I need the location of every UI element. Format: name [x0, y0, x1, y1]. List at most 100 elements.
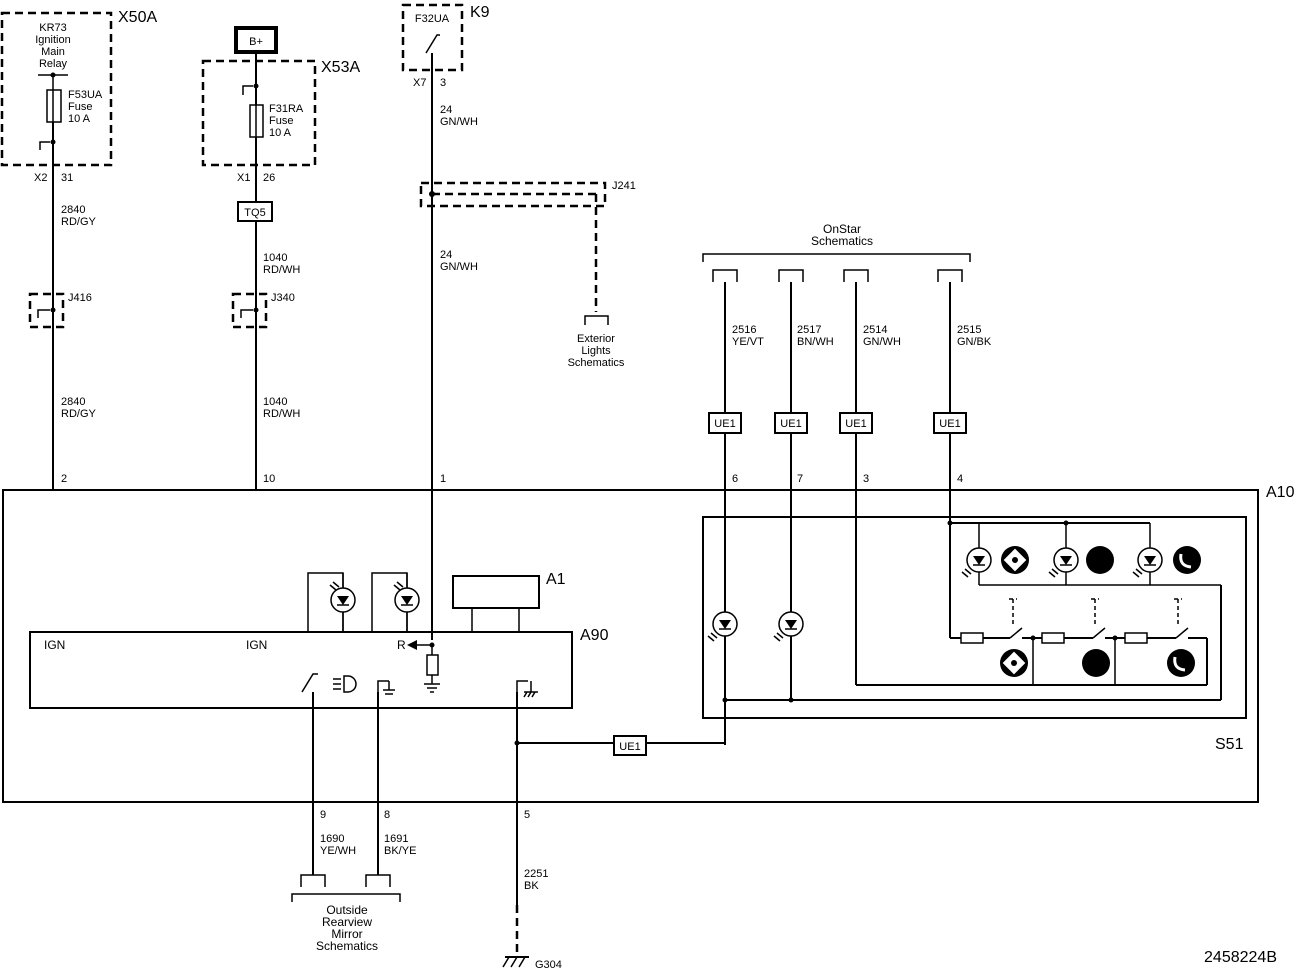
- onstar-connector-1: [712, 269, 738, 282]
- ue1-box-4: [933, 412, 967, 434]
- pin-5: 5: [524, 809, 530, 821]
- w1040a-color: RD/WH: [263, 264, 300, 276]
- pin-1: 1: [440, 473, 446, 485]
- w2251-color: BK: [524, 880, 539, 892]
- diagram-id: 2458224B: [1204, 949, 1277, 966]
- j416-splice-box: [28, 292, 65, 329]
- mirror-connector-1: [300, 874, 326, 887]
- pin-2: 2: [61, 473, 67, 485]
- k9-module-box: [401, 3, 464, 72]
- k9-switch-symbol: [425, 34, 440, 54]
- w2514-num: 2514: [863, 324, 887, 336]
- fuse1-label-2: Fuse: [68, 101, 92, 113]
- mirror-switch-icon: [301, 673, 318, 693]
- onstar-label-1: OnStar: [823, 222, 861, 236]
- led-icon-5: [961, 547, 992, 578]
- ue1-box-3: [839, 412, 873, 434]
- w24b-num: 24: [440, 249, 452, 261]
- onstar-label-2: Schematics: [811, 234, 873, 248]
- resistor-3: [1124, 632, 1148, 644]
- j340-splice-box: [231, 292, 268, 329]
- x53a-label: X53A: [321, 59, 360, 76]
- a90-module-box: [29, 631, 573, 709]
- w24b-color: GN/WH: [440, 261, 478, 273]
- w24a-num: 24: [440, 104, 452, 116]
- svg-text:O: O: [1091, 656, 1101, 671]
- led-icon-6: [1048, 547, 1079, 578]
- relay-label-3: Main: [41, 46, 65, 58]
- w2516-num: 2516: [732, 324, 756, 336]
- onstar-connector-4: [937, 269, 963, 282]
- ue1-label-1: UE1: [714, 418, 735, 430]
- resistor-1: [960, 632, 984, 644]
- tq5-box: [237, 201, 273, 222]
- w2251-num: 2251: [524, 868, 548, 880]
- led-icon-7: [1132, 547, 1163, 578]
- a90-label: A90: [580, 627, 609, 644]
- exterior-label-2: Lights: [581, 345, 611, 357]
- g304-label: G304: [535, 959, 562, 971]
- w1040b-num: 1040: [263, 396, 287, 408]
- w2840a-num: 2840: [61, 204, 85, 216]
- onstar-bracket: [702, 253, 971, 262]
- x53a-module-box: [201, 59, 317, 167]
- mirror-bracket: [291, 893, 401, 902]
- button-switch-1: [1009, 627, 1023, 639]
- mirror-label-2: Rearview: [322, 915, 372, 929]
- resistor-2: [1041, 632, 1065, 644]
- connector-x53-symbol: [242, 85, 253, 95]
- button-switch-3: [1175, 627, 1189, 639]
- onstar-icon-bottom: O: [1082, 649, 1110, 677]
- phone-icon-top: [1173, 546, 1201, 574]
- svg-text:O: O: [1095, 553, 1105, 568]
- w2515-color: GN/BK: [957, 336, 992, 348]
- x2-label: X2: [34, 172, 47, 184]
- j241-label: J241: [612, 180, 636, 192]
- ue1-label-3: UE1: [845, 418, 866, 430]
- x1-pin: 26: [263, 172, 275, 184]
- x50a-label: X50A: [118, 9, 157, 26]
- onstar-connector-2: [778, 269, 804, 282]
- w1691-color: BK/YE: [384, 845, 416, 857]
- r-label: R: [397, 638, 406, 652]
- fuse-f53ua: [46, 89, 62, 123]
- exterior-label-1: Exterior: [577, 333, 615, 345]
- j241-splice-box: [419, 181, 607, 208]
- a10-module-box: [2, 489, 1259, 803]
- pin-8: 8: [384, 809, 390, 821]
- w2514-color: GN/WH: [863, 336, 901, 348]
- w2515-num: 2515: [957, 324, 981, 336]
- ign-label-2: IGN: [246, 638, 267, 652]
- x7-pin: 3: [440, 77, 446, 89]
- fuse3-label: F32UA: [415, 13, 450, 25]
- mirror-connector-2: [365, 874, 391, 887]
- fuse2-label-3: 10 A: [269, 127, 292, 139]
- mirror-label-3: Mirror: [331, 927, 362, 941]
- w1690-num: 1690: [320, 833, 344, 845]
- pin-9: 9: [320, 809, 326, 821]
- w2840a-color: RD/GY: [61, 216, 97, 228]
- fuse1-label-1: F53UA: [68, 89, 103, 101]
- w24a-color: GN/WH: [440, 116, 478, 128]
- pin-7: 7: [797, 473, 803, 485]
- x1-label: X1: [237, 172, 250, 184]
- chassis-ground-icon: [516, 680, 528, 692]
- k9-label: K9: [470, 4, 490, 21]
- s51-module-box: [702, 516, 1247, 719]
- s51-label: S51: [1215, 736, 1244, 753]
- resistor-r: [426, 654, 439, 676]
- pin-10: 10: [263, 473, 275, 485]
- bplus-label: B+: [249, 36, 263, 48]
- fan-icon-top: [1001, 546, 1029, 574]
- mirror-label-4: Schematics: [316, 939, 378, 953]
- onstar-icon-top: O: [1086, 546, 1114, 574]
- ground-icon: [424, 683, 440, 693]
- pin-3: 3: [863, 473, 869, 485]
- connector-x2-symbol: [39, 141, 50, 150]
- ue1-box-5: [613, 735, 647, 756]
- x7-label: X7: [413, 77, 426, 89]
- fan-icon-bottom: [1000, 649, 1028, 677]
- fuse2-label-2: Fuse: [269, 115, 293, 127]
- w2517-num: 2517: [797, 324, 821, 336]
